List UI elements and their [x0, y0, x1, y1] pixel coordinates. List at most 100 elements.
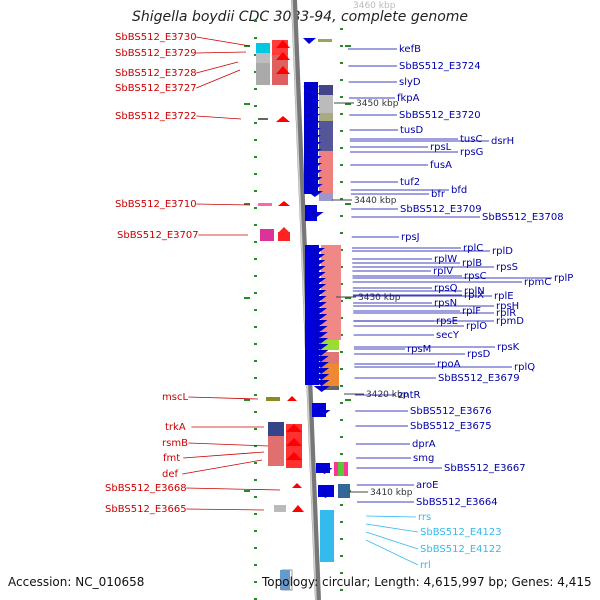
track-tick — [254, 207, 257, 209]
topology-text: Topology: circular; Length: 4,615,997 bp… — [262, 575, 592, 589]
track-tick — [254, 88, 257, 90]
strand-arrow — [310, 308, 327, 314]
track-major-tick — [244, 103, 250, 105]
right-gene-label: rpmC — [524, 277, 551, 288]
strand-arrows — [303, 86, 334, 498]
strand-arrow — [309, 278, 326, 284]
track-tick — [340, 538, 343, 540]
right-gene-label: SbBS512_E3667 — [444, 463, 526, 474]
right-gene-label: SbBS512_E3720 — [399, 110, 481, 121]
right-gene-label: bfr — [431, 189, 446, 200]
track-tick — [254, 581, 257, 583]
track-tick — [340, 555, 343, 557]
strand-arrow — [309, 272, 326, 278]
track-tick — [340, 113, 343, 115]
track-tick — [254, 173, 257, 175]
strand-arrow — [311, 332, 328, 338]
strand-arrow — [306, 170, 323, 176]
feature-block — [321, 340, 339, 350]
feature-arrow — [278, 201, 290, 206]
track-major-tick — [244, 203, 250, 205]
track-tick — [340, 589, 343, 591]
rna-gene-label: SbBS512_E4123 — [420, 527, 502, 538]
feature-block — [266, 397, 280, 401]
track-tick — [340, 249, 343, 251]
strand-arrow — [306, 184, 323, 190]
right-gene-label: rpsE — [436, 316, 458, 327]
right-gene-label: rpsK — [497, 342, 520, 353]
track-tick — [340, 164, 343, 166]
strand-arrow — [309, 260, 326, 266]
feature-arrow — [292, 483, 302, 488]
right-gene-label: bfd — [451, 185, 467, 196]
strand-arrow — [312, 344, 329, 350]
track-tick — [254, 598, 257, 600]
feature-arrow — [276, 66, 290, 74]
right-gene-label: smg — [413, 453, 434, 464]
feature-block — [338, 484, 350, 498]
left-label-leader — [186, 508, 265, 511]
track-tick — [340, 96, 343, 98]
track-tick — [254, 547, 257, 549]
track-tick — [340, 504, 343, 506]
right-gene-label: rpsC — [464, 271, 487, 282]
track-tick — [254, 105, 257, 107]
feature-block — [319, 113, 333, 121]
rna-label-leader — [365, 539, 419, 566]
backbone-highlight — [291, 0, 317, 600]
right-gene-label: rplN — [464, 286, 485, 297]
track-major-tick — [244, 45, 250, 47]
rna-label-leader — [365, 531, 419, 550]
track-tick — [254, 530, 257, 532]
feature-arrow — [287, 396, 297, 401]
track-major-tick — [244, 399, 250, 401]
right-gene-label: rplB — [462, 258, 482, 269]
strand-arrow — [304, 135, 321, 141]
right-gene-label: aroE — [416, 480, 438, 491]
strand-arrow — [311, 320, 328, 326]
right-gene-label: tusC — [460, 134, 482, 145]
right-gene-label: rplF — [462, 306, 481, 317]
strand-arrow — [312, 362, 329, 368]
track-tick — [340, 130, 343, 132]
right-gene-label: SbBS512_E3664 — [416, 497, 498, 508]
feature-block — [321, 386, 339, 390]
left-label-leader — [196, 115, 242, 120]
strand-arrow — [306, 177, 323, 183]
feature-arrow — [286, 438, 302, 446]
left-label-leader — [188, 396, 259, 400]
left-label-leader — [188, 442, 269, 447]
track-tick — [254, 309, 257, 311]
strand-arrow — [314, 410, 331, 416]
right-gene-label: rplO — [466, 321, 487, 332]
right-gene-label: rpsN — [434, 298, 457, 309]
strand-arrow — [305, 142, 322, 148]
track-major-tick — [244, 297, 250, 299]
track-tick — [340, 351, 343, 353]
left-label-leader — [196, 36, 251, 47]
strand-arrow — [309, 254, 326, 260]
track-tick — [340, 198, 343, 200]
track-tick — [254, 54, 257, 56]
track-tick — [254, 190, 257, 192]
track-tick — [254, 156, 257, 158]
right-gene-label: rpsJ — [401, 232, 420, 243]
feature-block — [338, 462, 344, 476]
strand-arrow — [313, 374, 330, 380]
right-gene-label: tusD — [400, 125, 423, 136]
feature-block — [260, 229, 274, 241]
right-gene-label: SbBS512_E3724 — [399, 61, 481, 72]
track-tick — [254, 122, 257, 124]
track-tick — [340, 521, 343, 523]
accession-text: Accession: NC_010658 — [8, 575, 145, 589]
track-tick — [340, 453, 343, 455]
track-tick — [254, 564, 257, 566]
left-gene-label: SbBS512_E3729 — [115, 48, 197, 59]
right-gene-label: rpmD — [496, 316, 524, 327]
left-gene-label: fmt — [163, 453, 180, 464]
strand-arrow — [303, 107, 320, 113]
right-gene-label: zntR — [398, 390, 421, 401]
track-tick — [340, 572, 343, 574]
